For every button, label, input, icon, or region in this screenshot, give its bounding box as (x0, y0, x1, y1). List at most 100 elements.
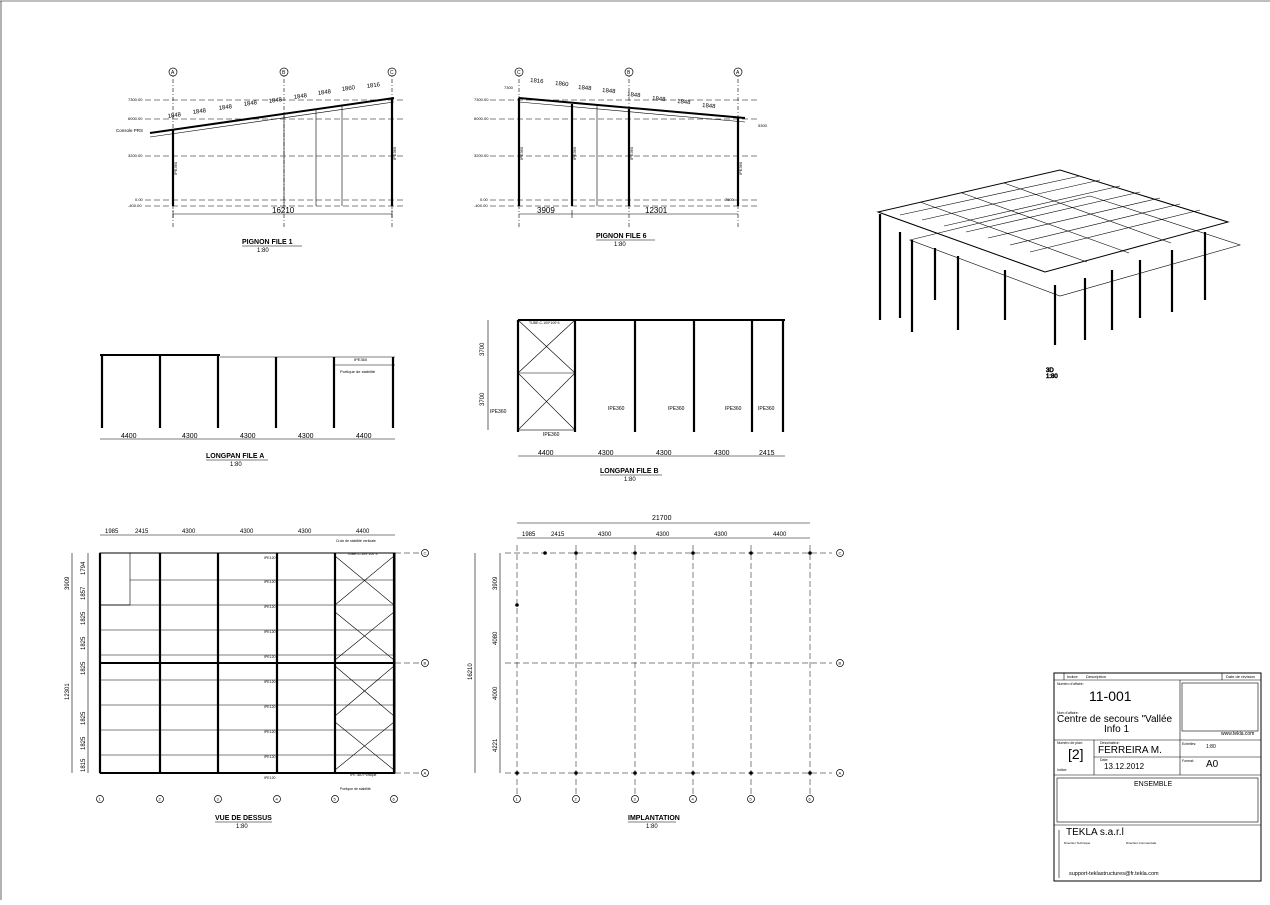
tb-label-date: Date: (1100, 758, 1109, 762)
tb-col-description: Description (1086, 674, 1107, 679)
segment-dim: 1860 (341, 85, 356, 93)
purlin-label: IPE120 (264, 730, 276, 734)
dim: 1825 (81, 611, 87, 625)
dim: 3909 (65, 576, 71, 590)
overall-dim: 16210 (272, 206, 295, 215)
tb-col-date-revision: Date de révision (1226, 674, 1255, 679)
annotation: IPE 360 Portique (350, 773, 377, 777)
title-block (1053, 672, 1262, 882)
level-label: 0.00 (135, 197, 144, 202)
level-label: 7300.00 (128, 97, 143, 102)
axis-label: 2 (159, 797, 162, 802)
tb-numero-affaire: 11-001 (1089, 688, 1132, 704)
dim-total: 16210 (468, 663, 474, 680)
dim: 4300 (714, 532, 728, 538)
member-label: IPE360 (519, 146, 524, 160)
title-block-text: Indice Description Date de révision Numé… (1054, 673, 1261, 881)
top-mark: 5300 (758, 123, 768, 128)
dim: 4400 (121, 433, 137, 440)
tb-plan-title: ENSEMBLE (1134, 781, 1173, 788)
tb-nom-affaire-1: Centre de secours "Vallée (1057, 714, 1173, 725)
dim: 1825 (81, 661, 87, 675)
annotation: Portique de stabilité (340, 787, 371, 791)
segment-dim: 1860 (555, 81, 569, 88)
view-scale: 1:80 (624, 477, 636, 483)
view-scale: 1:80 (1046, 374, 1058, 380)
segment-dim: 1848 (167, 112, 182, 120)
dim: 2415 (135, 529, 149, 535)
dim: 4080 (493, 631, 499, 645)
tb-format: A0 (1206, 759, 1219, 770)
dim: 4300 (714, 450, 730, 457)
view-pignon-file-6: C B A 7300.00 6000.00 3200.00 0.00 -400.… (474, 67, 768, 248)
dim: 1825 (81, 711, 87, 725)
dim: 4400 (538, 450, 554, 457)
member-label: IPE360 (738, 161, 743, 175)
annotation: Croix de stabilité verticale (336, 539, 376, 543)
purlin-label: IPE120 (264, 605, 276, 609)
view-3d: 3D 1:80 (876, 169, 1242, 380)
axis-label: 5 (334, 797, 337, 802)
level-label: 0.00 (480, 197, 489, 202)
axis-label: 4 (692, 797, 695, 802)
segment-dim: 1848 (243, 100, 258, 108)
level-label: 3200.00 (128, 153, 143, 158)
purlin-label: IPE120 (264, 630, 276, 634)
axis-label: 3 (217, 797, 220, 802)
dim: 4300 (598, 450, 614, 457)
segment-dim: 1848 (602, 88, 616, 95)
view-title: LONGPAN FILE A (206, 453, 264, 460)
tb-label-numero-affaire: Numéro d'affaire: (1057, 682, 1084, 686)
dim: 4400 (356, 529, 370, 535)
view-title: VUE DE DESSUS (215, 815, 272, 822)
dim: 4300 (182, 529, 196, 535)
view-scale: 1:80 (614, 242, 626, 248)
dim: 3909 (493, 576, 499, 590)
segment-dim: 1848 (578, 85, 592, 92)
dim: 1794 (81, 561, 87, 575)
dim: 4300 (182, 433, 198, 440)
member-label: IPE360 (173, 161, 178, 175)
dim: 4221 (493, 738, 499, 752)
segment-dim: 1848 (627, 92, 641, 99)
annotation: TUBE-C-100*100*4 (347, 552, 378, 556)
dim: 1825 (81, 636, 87, 650)
brace-label: TUBE-C-100*100*4 (529, 321, 560, 325)
axis-label: 6 (809, 797, 812, 802)
axis-label: 4 (276, 797, 279, 802)
tb-label-echelles: Echelles: (1182, 742, 1197, 746)
view-scale: 1:80 (646, 824, 658, 830)
tb-label-format: Format: (1182, 759, 1195, 763)
tb-label-numero-plan: Numéro de plan: (1057, 741, 1083, 745)
top-mark: 7300 (504, 85, 514, 90)
purlin-label: IPE120 (264, 556, 276, 560)
level-label: 6000.00 (128, 116, 143, 121)
member-label: IPE360 (608, 406, 625, 412)
tb-nom-affaire-2: Info 1 (1104, 724, 1130, 735)
dim-total: 12301 (65, 683, 71, 700)
height-dim: 3700 (480, 392, 486, 406)
view-title: IMPLANTATION (628, 815, 680, 822)
dim: 1815 (81, 758, 87, 772)
dim: 4300 (240, 433, 256, 440)
tb-direction-commerciale: Direction Commerciale (1126, 841, 1157, 845)
tb-col-indice: Indice (1067, 674, 1078, 679)
view-scale: 1:80 (230, 462, 242, 468)
tb-website: www.tekla.com (1221, 731, 1255, 737)
member-label: IPE360 (354, 357, 368, 362)
purlin-label: IPE120 (264, 705, 276, 709)
member-label: IPE360 (392, 146, 397, 160)
axis-label: B (627, 70, 631, 76)
dim: 12301 (645, 206, 668, 215)
level-label: -400.00 (128, 203, 142, 208)
tb-label-dessinateur: Dessinateur: (1100, 741, 1120, 745)
dim: 4300 (298, 433, 314, 440)
dim: 1985 (105, 529, 119, 535)
axis-label: B (424, 661, 427, 666)
level-label: 3200.00 (474, 153, 489, 158)
dim: 4300 (656, 450, 672, 457)
tb-direction-technique: Direction Technique (1064, 841, 1091, 845)
axis-label: 1 (99, 797, 102, 802)
axis-label: 1 (516, 797, 519, 802)
